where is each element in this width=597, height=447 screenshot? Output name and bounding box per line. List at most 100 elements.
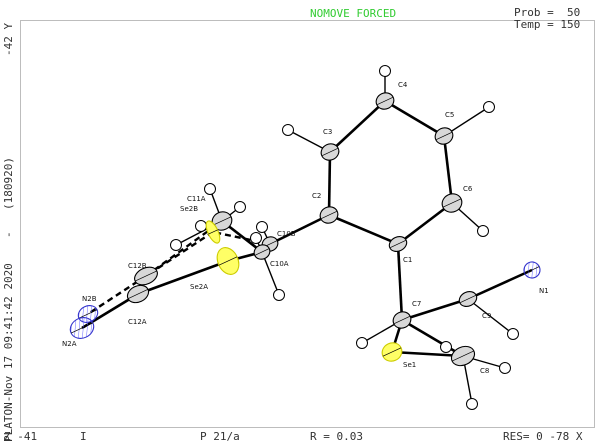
atom-label-se2a: Se2A — [190, 283, 208, 291]
principal-axis — [393, 315, 411, 325]
principal-axis — [389, 239, 407, 249]
hydrogen-atom[interactable] — [379, 65, 391, 77]
atom-label-c10a: C10A — [270, 260, 289, 268]
h-bond — [261, 251, 280, 296]
principal-axis — [435, 131, 453, 141]
bond-Se1-C8 — [391, 350, 464, 358]
atom-c8[interactable] — [448, 343, 477, 369]
bond-C5-C6 — [442, 135, 454, 204]
bond-C3-C4 — [329, 100, 386, 153]
atom-label-c11a: C11A — [187, 195, 206, 203]
atom-c1[interactable] — [387, 234, 409, 254]
principal-axis — [524, 266, 540, 274]
hydrogen-atom[interactable] — [466, 398, 478, 410]
principal-axis — [451, 350, 475, 362]
h-bond — [467, 298, 514, 335]
hydrogen-atom[interactable] — [273, 289, 285, 301]
atom-label-se2b: Se2B — [180, 205, 198, 213]
principal-axis — [254, 248, 270, 256]
principal-axis — [320, 210, 338, 220]
temperature-readout: Temp = 150 — [514, 18, 581, 31]
atom-label-n2a: N2A — [62, 340, 77, 348]
atom-label-c10b: C10B — [277, 230, 296, 238]
atom-label-n1: N1 — [539, 287, 549, 295]
r-factor: R = 0.03 — [310, 430, 363, 443]
space-group: P 21/a — [200, 430, 240, 443]
atom-c5[interactable] — [432, 125, 455, 147]
bond-C2-C3 — [327, 151, 332, 216]
bond-C2-C10B — [269, 213, 330, 246]
bond-C7-C9 — [401, 297, 469, 322]
atom-label-c12b: C12B — [128, 262, 147, 270]
atom-label-c8: C8 — [480, 367, 489, 375]
atom-c7[interactable] — [390, 309, 413, 331]
atom-c12a[interactable] — [125, 282, 152, 306]
disordered-bonds — [87, 220, 271, 316]
atom-c12b[interactable] — [132, 264, 161, 289]
principal-axis — [127, 289, 149, 299]
principal-axis — [382, 347, 402, 357]
atom-label-c2: C2 — [312, 192, 321, 200]
hydrogen-atom[interactable] — [483, 101, 495, 113]
atom-c4[interactable] — [373, 90, 396, 112]
principal-axis — [70, 322, 94, 334]
atom-c3[interactable] — [318, 141, 341, 163]
atom-label-c4: C4 — [398, 81, 408, 89]
bond-C9-N1 — [467, 268, 533, 301]
mode-indicator: NOMOVE FORCED — [310, 7, 397, 20]
atom-n1[interactable] — [521, 259, 542, 280]
atom-label-c6: C6 — [463, 185, 473, 193]
hydrogen-atom[interactable] — [250, 232, 262, 244]
atom-label-c9: C9 — [482, 312, 491, 320]
principal-axis — [218, 256, 238, 266]
hydrogen-atom[interactable] — [204, 183, 216, 195]
atom-label-n2b: N2B — [82, 295, 97, 303]
principal-axis — [212, 216, 232, 226]
hydrogen-atom[interactable] — [234, 201, 246, 213]
hydrogen-atom[interactable] — [282, 124, 294, 136]
heavy-atoms — [67, 90, 542, 369]
flag-indicator: I — [80, 430, 87, 443]
principal-axis — [78, 309, 98, 319]
hydrogen-atom[interactable] — [256, 221, 268, 233]
atom-label-c1: C1 — [403, 256, 412, 264]
hydrogen-atom[interactable] — [356, 337, 368, 349]
dashed-bond-C12B-C11A — [145, 220, 223, 277]
atom-c10a[interactable] — [252, 242, 272, 261]
hydrogen-atom[interactable] — [440, 341, 452, 353]
principal-axis — [442, 198, 462, 208]
hydrogen-atoms — [170, 65, 519, 410]
hydrogen-atom[interactable] — [499, 362, 511, 374]
atom-se2a[interactable] — [213, 244, 243, 278]
atom-n2a[interactable] — [67, 314, 97, 342]
hydrogen-atom[interactable] — [507, 328, 519, 340]
resolution-readout: RES= 0 -78 X — [503, 430, 583, 443]
principal-axis — [376, 96, 394, 106]
bond-C1-C7 — [396, 243, 404, 321]
atom-label-c12a: C12A — [128, 318, 147, 326]
hydrogen-atom[interactable] — [170, 239, 182, 251]
bonds — [81, 99, 533, 358]
atom-c6[interactable] — [439, 191, 465, 216]
bond-C12A-Se2A — [137, 259, 229, 296]
bond-C7-C8 — [401, 318, 464, 358]
atom-c9[interactable] — [457, 289, 479, 309]
probability-readout: Prob = 50 — [514, 6, 581, 19]
atom-se1[interactable] — [379, 340, 405, 365]
dashed-bond-Se2B-C12B — [145, 230, 214, 278]
atom-labels: C1C2C3C4C5C6C7C8C9N1Se1C10BC10AC11ASe2BS… — [62, 81, 549, 375]
atom-label-c3: C3 — [323, 128, 332, 136]
bond-C1-C2 — [328, 213, 399, 246]
principal-axis — [321, 147, 339, 157]
atom-label-c5: C5 — [445, 111, 454, 119]
principal-axis — [459, 294, 477, 304]
atom-c2[interactable] — [317, 204, 340, 226]
principal-axis — [134, 270, 158, 282]
atom-label-se1: Se1 — [403, 361, 416, 369]
hydrogen-atom[interactable] — [195, 220, 207, 232]
atom-se2b[interactable] — [203, 219, 222, 245]
bond-C4-C5 — [384, 99, 445, 138]
principal-axis — [208, 229, 218, 235]
hydrogen-atom[interactable] — [477, 225, 489, 237]
